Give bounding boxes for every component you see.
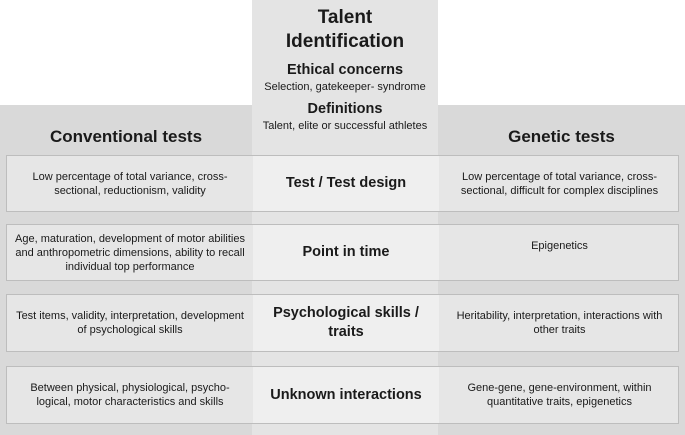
title-line-2: Identification [285, 31, 405, 52]
row-label: Unknown interactions [253, 367, 439, 423]
row-test-design: Low percentage of total variance, cross-… [6, 155, 679, 212]
row-label: Point in time [253, 225, 439, 280]
conventional-cell: Between physical, physiological, psycho-… [30, 382, 230, 408]
genetic-cell: Epigenetics [531, 240, 588, 252]
conventional-cell: Test items, validity, interpretation, de… [16, 310, 244, 336]
row-label: Test / Test design [253, 156, 439, 211]
title-line-1: Talent [317, 7, 373, 28]
row-label: Psychological skills / traits [253, 295, 439, 351]
genetic-cell: Low percentage of total variance, cross-… [460, 170, 659, 197]
ethical-concerns-text: Selection, gatekeeper- syndrome [264, 81, 426, 93]
row-unknown-interactions: Between physical, physiological, psycho-… [6, 366, 679, 424]
genetic-cell: Gene-gene, gene-environment, within quan… [467, 382, 652, 408]
definitions-text: Talent, elite or successful athletes [262, 120, 428, 132]
conventional-tests-header: Conventional tests [49, 127, 203, 146]
genetic-tests-header: Genetic tests [508, 127, 615, 146]
conventional-cell: Age, maturation, development of motor ab… [15, 232, 245, 273]
definitions-heading: Definitions [307, 101, 383, 117]
row-psychological-skills: Test items, validity, interpretation, de… [6, 294, 679, 352]
conventional-cell: Low percentage of total variance, cross-… [32, 170, 228, 197]
diagram-title: Talent Identification [252, 6, 438, 54]
talent-identification-column: Talent Identification Ethical concerns S… [252, 0, 438, 435]
ethical-concerns-heading: Ethical concerns [286, 62, 404, 78]
genetic-cell: Heritability, interpretation, interactio… [456, 310, 663, 336]
row-point-in-time: Age, maturation, development of motor ab… [6, 224, 679, 281]
